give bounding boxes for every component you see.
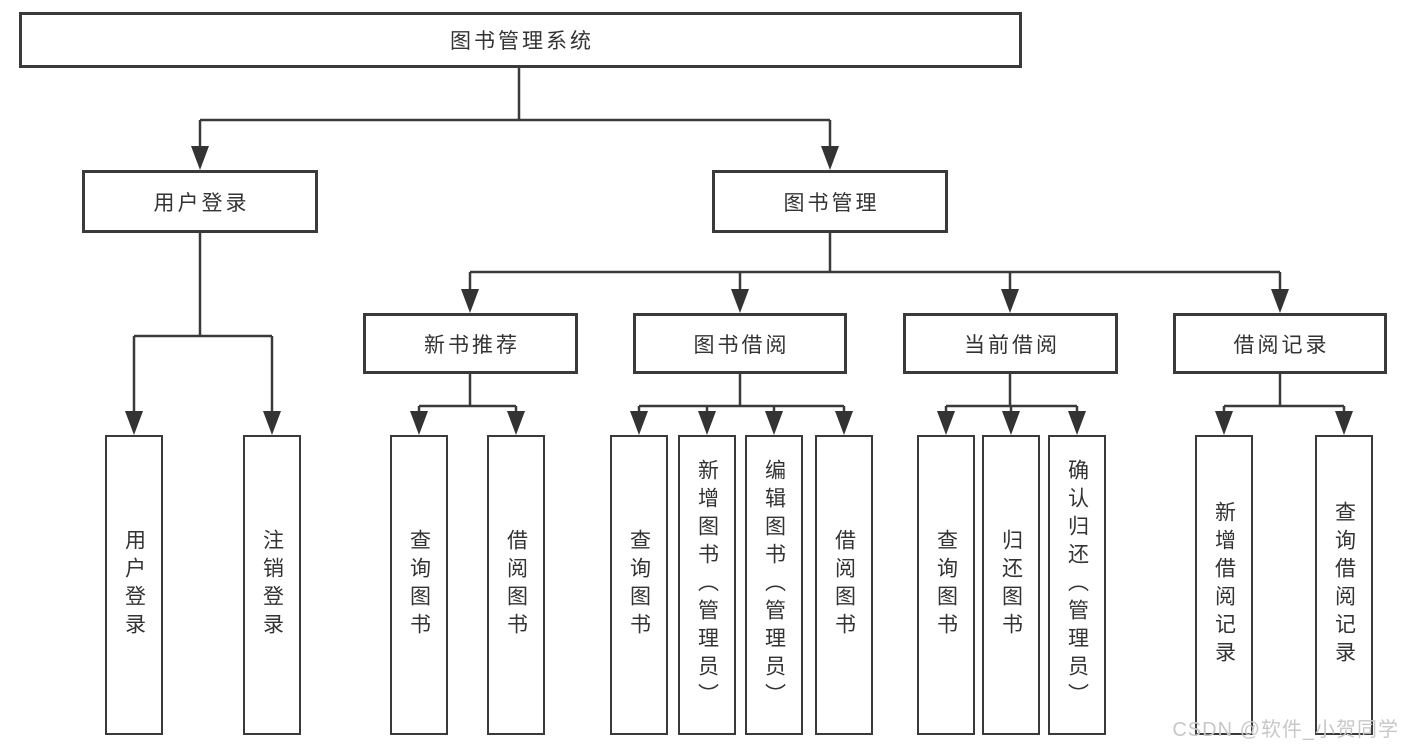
leaf-label: 注销登录: [260, 529, 284, 641]
leaf-label: 新增借阅记录: [1212, 501, 1236, 669]
leaf-query-books-recommend: 查询图书: [390, 435, 448, 735]
node-label: 当前借阅: [964, 333, 1060, 357]
node-label: 借阅记录: [1233, 333, 1330, 357]
node-borrow-records: 借阅记录: [1173, 313, 1387, 374]
leaf-label: 新增图书（管理员）: [695, 459, 719, 711]
node-label: 新书推荐: [424, 333, 520, 357]
node-current-borrow: 当前借阅: [903, 313, 1118, 374]
leaf-label: 借阅图书: [832, 529, 856, 641]
leaf-borrow-books: 借阅图书: [815, 435, 873, 735]
leaf-label: 查询图书: [407, 529, 431, 641]
leaf-label: 归还图书: [999, 529, 1023, 641]
leaf-label: 确认归还（管理员）: [1065, 459, 1089, 711]
leaf-user-login: 用户登录: [105, 435, 163, 735]
leaf-add-books-admin: 新增图书（管理员）: [678, 435, 736, 735]
node-root-library-system: 图书管理系统: [19, 12, 1022, 68]
leaf-label: 用户登录: [122, 529, 146, 641]
leaf-borrow-books-recommend: 借阅图书: [487, 435, 545, 735]
leaf-label: 查询图书: [934, 529, 958, 641]
leaf-return-books: 归还图书: [982, 435, 1040, 735]
node-user-login: 用户登录: [82, 170, 318, 233]
node-label: 用户登录: [153, 191, 250, 215]
leaf-edit-books-admin: 编辑图书（管理员）: [745, 435, 803, 735]
leaf-label: 查询借阅记录: [1332, 501, 1356, 669]
watermark-text: CSDN @软件_小贺同学: [1172, 719, 1399, 741]
node-book-borrow: 图书借阅: [633, 313, 847, 374]
node-label: 图书管理: [783, 191, 880, 215]
leaf-logout: 注销登录: [243, 435, 301, 735]
tree-edges: [132, 68, 1346, 415]
leaf-query-books-borrow: 查询图书: [610, 435, 668, 735]
node-label: 图书借阅: [693, 333, 790, 357]
arrowheads: [125, 146, 1353, 435]
leaf-add-borrow-record: 新增借阅记录: [1195, 435, 1253, 735]
node-label: 图书管理系统: [450, 30, 594, 53]
leaf-label: 借阅图书: [504, 529, 528, 641]
node-new-book-recommend: 新书推荐: [363, 313, 578, 374]
leaf-label: 查询图书: [627, 529, 651, 641]
leaf-query-books-current: 查询图书: [917, 435, 975, 735]
leaf-confirm-return-admin: 确认归还（管理员）: [1048, 435, 1106, 735]
leaf-label: 编辑图书（管理员）: [762, 459, 786, 711]
leaf-query-borrow-record: 查询借阅记录: [1315, 435, 1373, 735]
node-book-management: 图书管理: [712, 170, 948, 233]
